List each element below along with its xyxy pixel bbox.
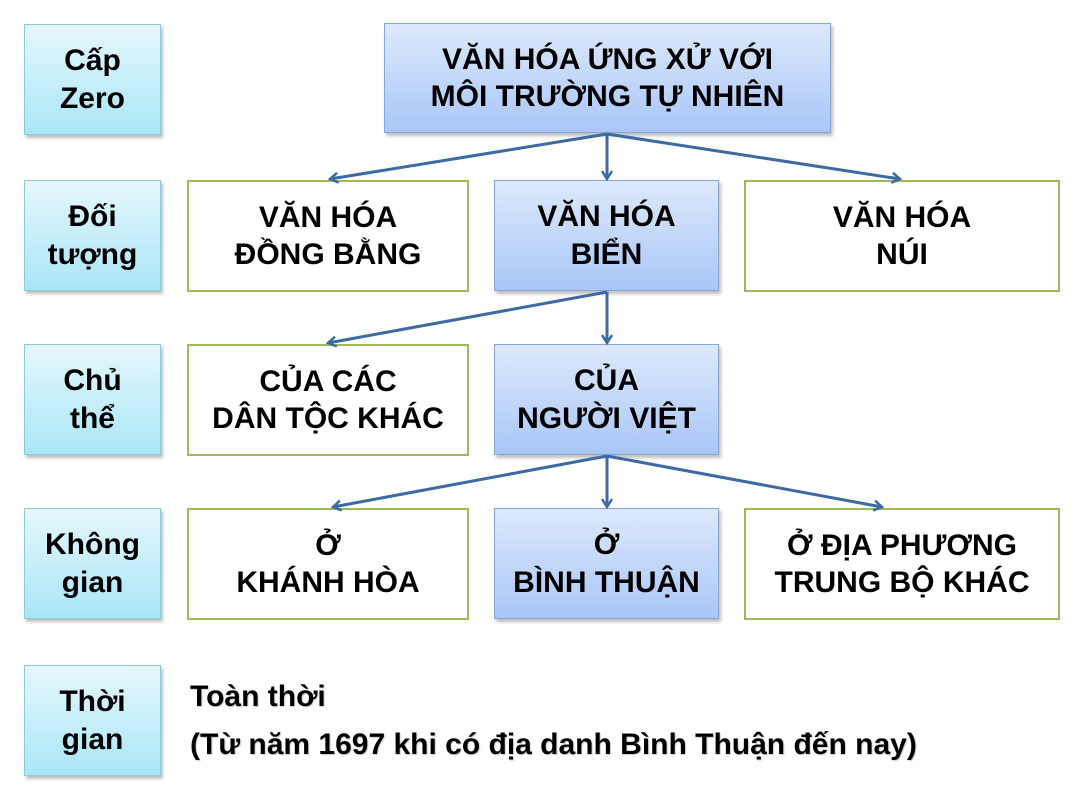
node-text: VĂN HÓA NÚI [832,200,972,272]
row-label-text: Không gian [45,528,140,599]
arrow-root-to-dong-bang [330,132,608,179]
node-o-khanh-hoa: Ở KHÁNH HÒA [187,508,469,620]
row-label-text: Chủ thể [63,364,122,435]
row-label-text: Thời gian [59,685,126,756]
node-text: VĂN HÓA BIỂN [537,200,676,271]
row-label-text: Đối tượng [47,200,138,271]
row-label-text: Cấp Zero [59,44,125,115]
node-text: CỦA CÁC DÂN TỘC KHÁC [212,364,444,436]
row-label-cap-zero: Cấp Zero [24,24,161,135]
node-van-hoa-bien: VĂN HÓA BIỂN [494,180,719,291]
arrow-viet-to-khanh-hoa [333,454,608,507]
time-line-1: Toàn thời [190,680,326,713]
time-line-2: (Từ năm 1697 khi có địa danh Bình Thuận … [190,728,917,761]
row-label-chu-the: Chủ thể [24,344,161,455]
row-label-khong-gian: Không gian [24,508,161,619]
arrow-bien-to-dan-toc-khac [328,290,608,343]
node-text: Ở BÌNH THUẬN [513,528,700,599]
node-o-dia-phuong-trung-bo-khac: Ở ĐỊA PHƯƠNG TRUNG BỘ KHÁC [744,508,1060,620]
node-van-hoa-dong-bang: VĂN HÓA ĐỒNG BẰNG [187,180,469,292]
root-node-title: VĂN HÓA ỨNG XỬ VỚI MÔI TRƯỜNG TỰ NHIÊN [430,42,785,114]
node-text: Ở ĐỊA PHƯƠNG TRUNG BỘ KHÁC [774,528,1030,600]
node-text: CỦA NGƯỜI VIỆT [517,364,696,435]
arrow-viet-to-dia-phuong [606,454,882,507]
row-label-doi-tuong: Đối tượng [24,180,161,291]
row-label-thoi-gian: Thời gian [24,665,161,776]
arrow-root-to-nui [606,132,900,179]
node-text: VĂN HÓA ĐỒNG BẰNG [234,200,422,272]
root-node: VĂN HÓA ỨNG XỬ VỚI MÔI TRƯỜNG TỰ NHIÊN [384,23,831,133]
node-van-hoa-nui: VĂN HÓA NÚI [744,180,1060,292]
node-text: Ở KHÁNH HÒA [236,528,420,600]
node-o-binh-thuan: Ở BÌNH THUẬN [494,508,719,619]
